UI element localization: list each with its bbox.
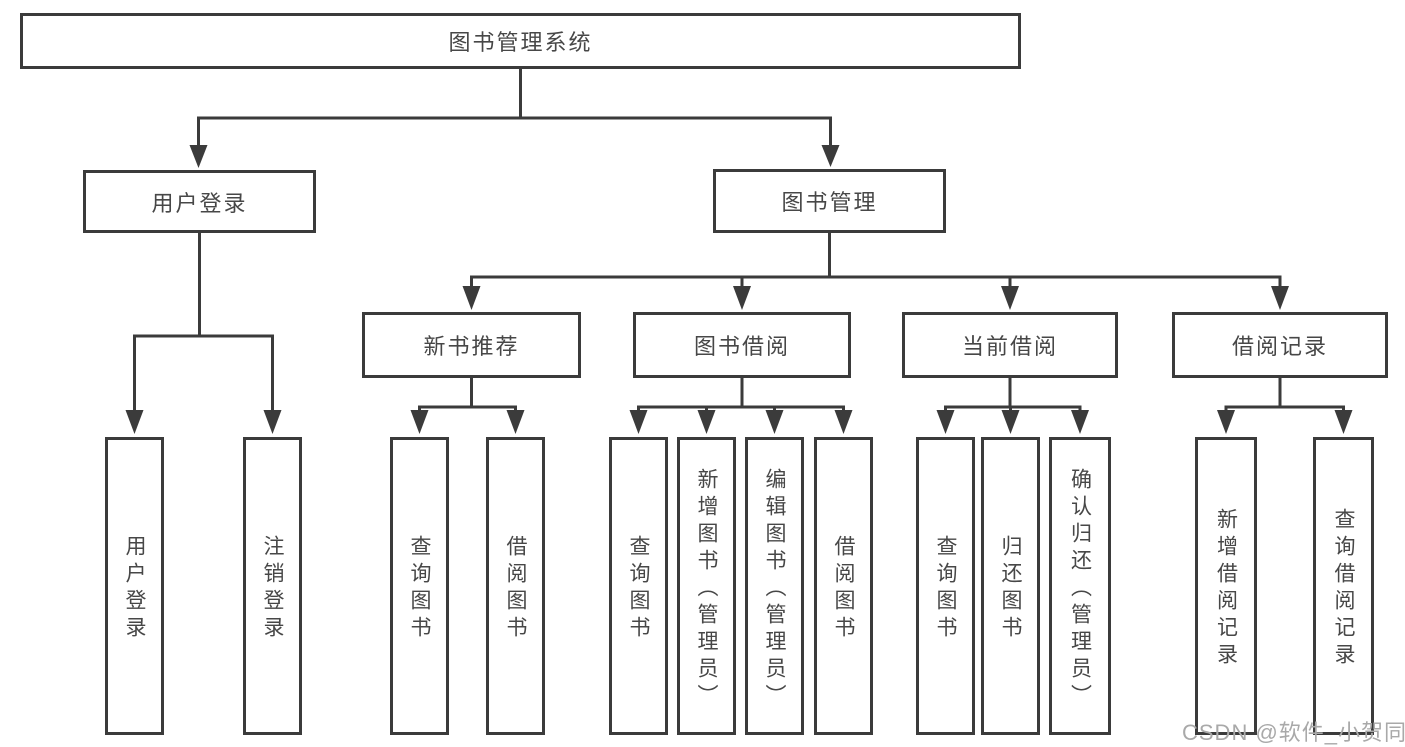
arrow-to-logout-leaf — [263, 410, 282, 434]
csdn-watermark: CSDN @软件_小贺同学 — [1182, 720, 1405, 745]
node-current-borrow: 当前借阅 — [902, 312, 1118, 378]
node-borrow-record: 借阅记录 — [1172, 312, 1388, 378]
arrow-leaf — [506, 410, 525, 434]
arrow-to-user-login-leaf — [125, 410, 144, 434]
leaf-return-book: 归还图书 — [981, 437, 1040, 735]
arrow-leaf — [1071, 410, 1089, 434]
leaf-logout: 注销登录 — [243, 437, 302, 735]
arrow-leaf — [410, 410, 429, 434]
edge-root-junction — [197, 116, 832, 148]
leaf-edit-book-admin: 编辑图书（管理员） — [745, 437, 804, 735]
leaf-query-book: 查询图书 — [390, 437, 449, 735]
edge-newbook-junction — [418, 405, 517, 413]
leaf-add-borrow-record: 新增借阅记录 — [1195, 437, 1257, 735]
node-root-system: 图书管理系统 — [20, 13, 1021, 69]
leaf-query-book: 查询图书 — [609, 437, 668, 735]
arrow-to-book-borrow — [733, 286, 751, 310]
node-book-borrow: 图书借阅 — [633, 312, 851, 378]
edge-bookborrow-junction — [637, 405, 845, 413]
leaf-user-login: 用户登录 — [105, 437, 164, 735]
arrow-leaf — [765, 410, 784, 434]
leaf-borrow-book: 借阅图书 — [814, 437, 873, 735]
arrow-to-new-book — [462, 286, 481, 310]
edge-userlogin-junction — [133, 334, 274, 412]
node-book-management: 图书管理 — [713, 169, 946, 233]
leaf-query-book: 查询图书 — [916, 437, 975, 735]
arrow-to-borrow-record — [1271, 286, 1289, 310]
arrow-leaf — [629, 410, 648, 434]
edge-borrowrecord-junction — [1224, 405, 1345, 413]
arrow-leaf — [1217, 410, 1235, 434]
arrow-leaf — [1334, 410, 1353, 434]
node-new-book-recommend: 新书推荐 — [362, 312, 581, 378]
leaf-confirm-return-admin: 确认归还（管理员） — [1049, 437, 1111, 735]
node-user-login: 用户登录 — [83, 170, 316, 233]
arrow-leaf — [1001, 410, 1020, 434]
leaf-borrow-book: 借阅图书 — [486, 437, 545, 735]
leaf-add-book-admin: 新增图书（管理员） — [677, 437, 736, 735]
arrow-leaf — [697, 410, 716, 434]
leaf-query-borrow-record: 查询借阅记录 — [1313, 437, 1374, 735]
arrow-to-user-login — [189, 145, 208, 168]
arrow-leaf — [936, 410, 955, 434]
arrow-leaf — [834, 410, 853, 434]
arrow-to-current-borrow — [1001, 286, 1019, 310]
edge-bookmgmt-junction — [470, 275, 1282, 288]
arrow-to-book-mgmt — [821, 145, 840, 167]
